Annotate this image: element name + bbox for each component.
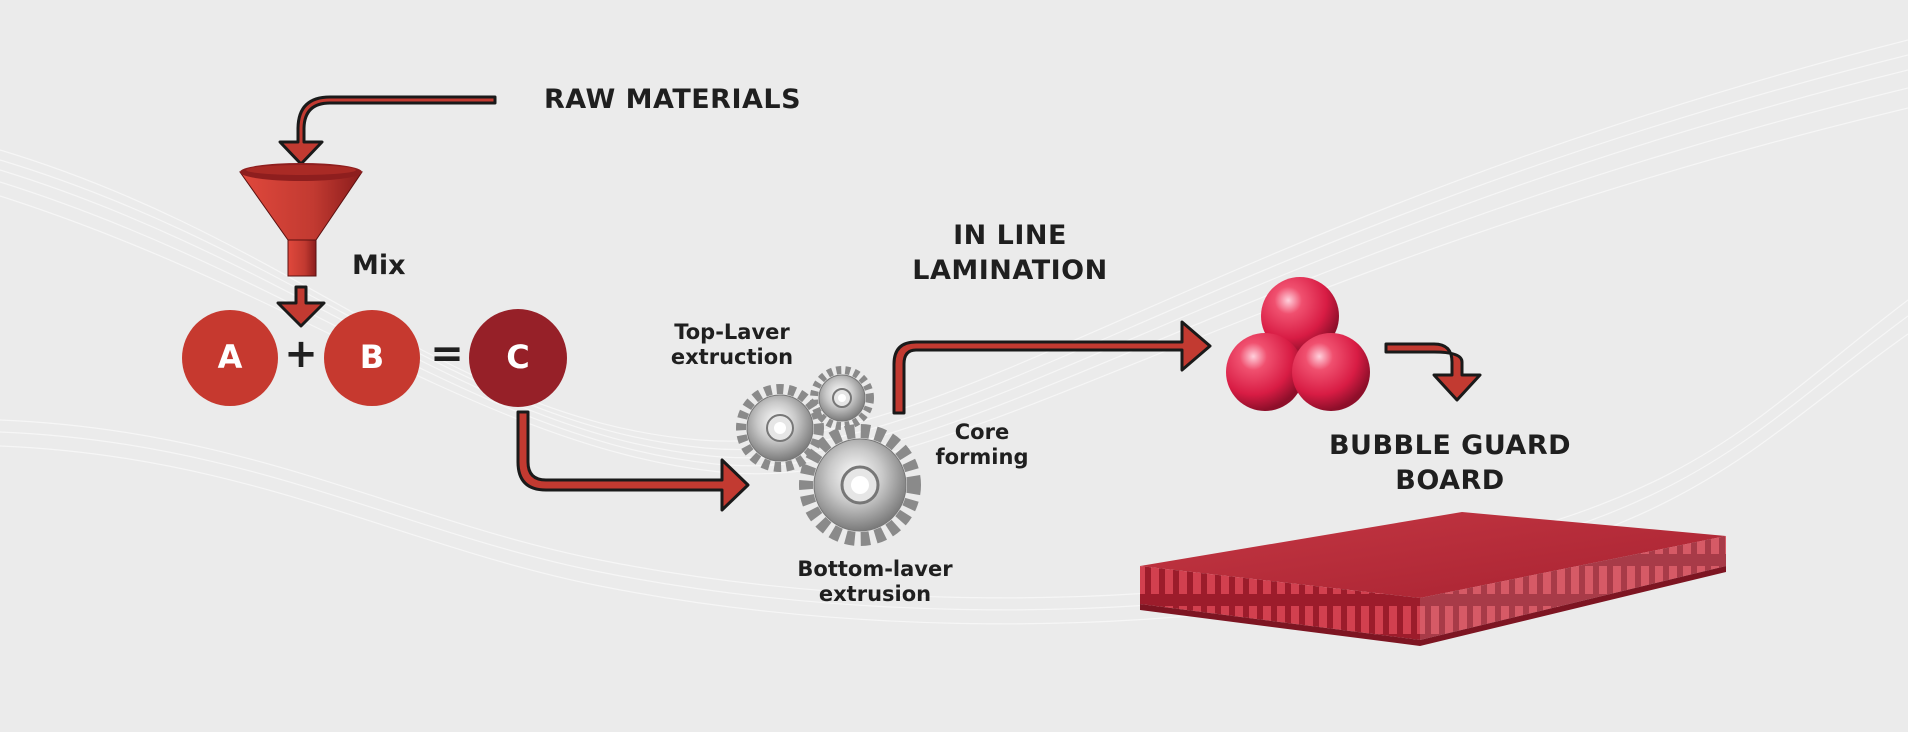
- circle-a: [182, 310, 278, 406]
- bubbles-icon: [1226, 277, 1370, 411]
- arrow-c-to-gears: [516, 410, 750, 512]
- plus-sign: +: [284, 331, 318, 377]
- label-c: C: [506, 338, 530, 376]
- arrow-gears-to-bubbles: [892, 320, 1212, 415]
- label-raw-materials: RAW MATERIALS: [544, 84, 802, 115]
- equals-sign: =: [430, 331, 464, 377]
- label-top-layer: Top-Laver extruction: [670, 320, 794, 370]
- label-b: B: [359, 338, 385, 376]
- circle-b: [324, 310, 420, 406]
- arrow-bubbles-to-board: [1384, 342, 1482, 402]
- funnel-icon: [239, 163, 363, 277]
- label-in-line-lamination: IN LINE LAMINATION: [912, 220, 1108, 287]
- label-core-forming: Core forming: [935, 420, 1029, 470]
- label-a: A: [217, 338, 243, 376]
- label-bubble-guard-board: BUBBLE GUARD BOARD: [1328, 430, 1572, 497]
- circle-c: [469, 309, 567, 407]
- arrow-raw-to-funnel: [278, 95, 497, 166]
- arrow-funnel-to-mix: [276, 285, 326, 328]
- board-icon: [1140, 512, 1726, 646]
- label-bottom-layer: Bottom-laver extrusion: [797, 557, 953, 607]
- gears-icon: [736, 366, 921, 546]
- label-mix: Mix: [352, 250, 406, 281]
